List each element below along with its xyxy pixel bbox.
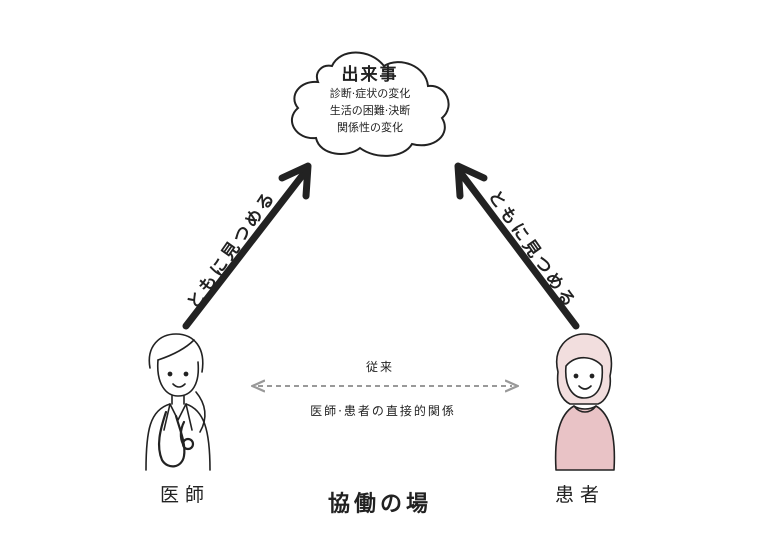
doctor-label: 医師	[159, 484, 210, 506]
left-focus-arrow	[182, 162, 312, 330]
direct-relation-label: 医師·患者の直接的関係	[310, 404, 456, 418]
event-cloud-line: 関係性の変化	[337, 121, 403, 134]
doctor-illustration	[145, 333, 211, 471]
patient-illustration	[554, 333, 616, 471]
event-cloud-line: 診断·症状の変化	[329, 87, 411, 100]
traditional-label: 従来	[365, 360, 394, 374]
event-cloud-line: 生活の困難·決断	[329, 104, 411, 117]
collaboration-field-label: 協働の場	[327, 492, 432, 517]
event-cloud-title: 出来事	[341, 65, 399, 85]
event-cloud-shape	[291, 51, 450, 157]
patient-label: 患者	[554, 484, 605, 506]
stethoscope-icon	[157, 410, 195, 468]
right-focus-arrow	[454, 162, 580, 330]
